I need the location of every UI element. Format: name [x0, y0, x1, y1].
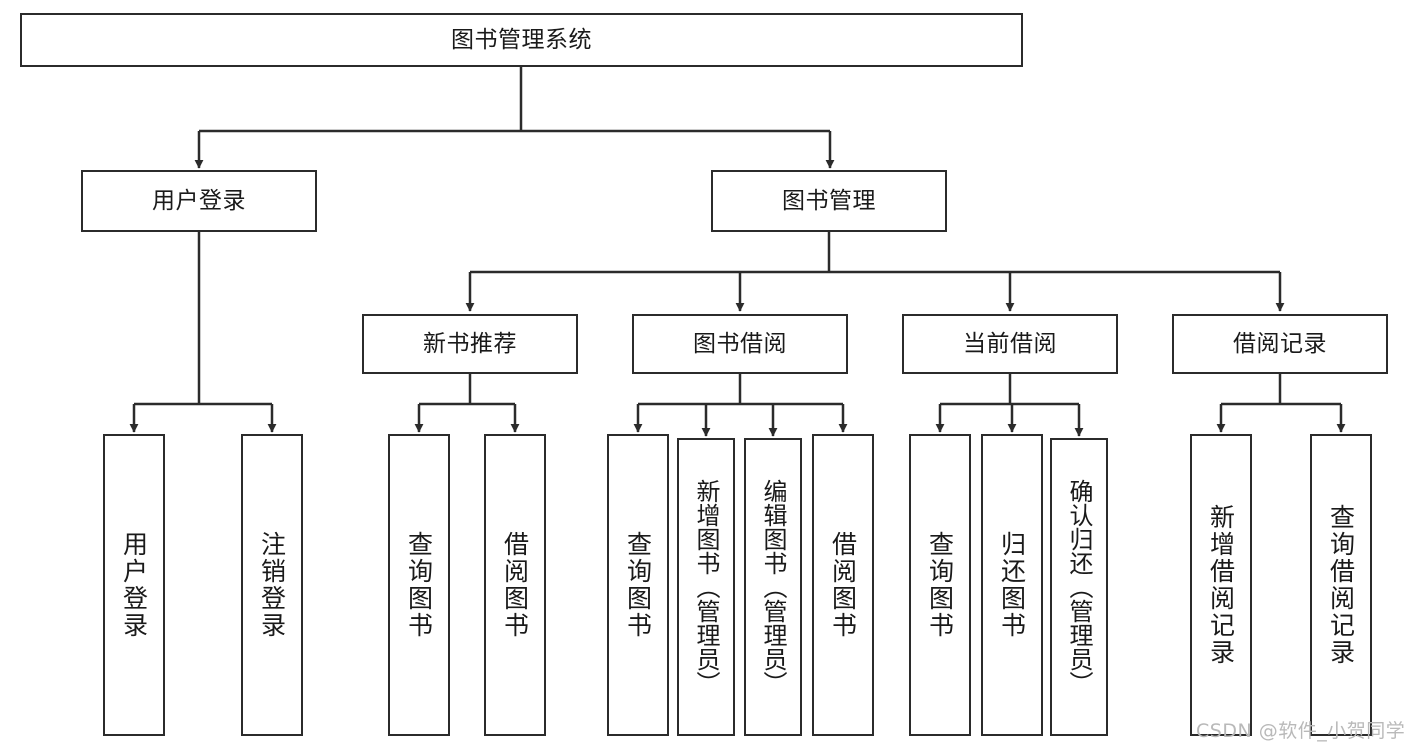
node-borrow-record[interactable]: 借阅记录 [1172, 314, 1388, 374]
node-user-login[interactable]: 用户登录 [81, 170, 317, 232]
node-leaf-query-book-current-label: 查询图书 [925, 531, 955, 639]
node-root-system[interactable]: 图书管理系统 [20, 13, 1023, 67]
node-book-manage[interactable]: 图书管理 [711, 170, 947, 232]
node-leaf-query-borrow-record-label: 查询借阅记录 [1326, 504, 1356, 666]
node-leaf-edit-book-admin-label: 编辑图书（管理员） [759, 479, 787, 695]
node-leaf-return-book-label: 归还图书 [997, 531, 1027, 639]
node-leaf-query-book-borrow[interactable]: 查询图书 [607, 434, 669, 736]
node-leaf-user-logout-label: 注销登录 [257, 531, 287, 639]
node-leaf-add-book-admin-label: 新增图书（管理员） [692, 479, 720, 695]
node-leaf-borrow-book-rec[interactable]: 借阅图书 [484, 434, 546, 736]
node-leaf-user-login-label: 用户登录 [119, 531, 149, 639]
node-leaf-return-book[interactable]: 归还图书 [981, 434, 1043, 736]
node-leaf-query-book-current[interactable]: 查询图书 [909, 434, 971, 736]
node-leaf-query-book-rec-label: 查询图书 [404, 531, 434, 639]
node-new-book-recommend-label: 新书推荐 [423, 330, 517, 357]
node-leaf-user-logout[interactable]: 注销登录 [241, 434, 303, 736]
node-leaf-add-borrow-record-label: 新增借阅记录 [1206, 504, 1236, 666]
node-leaf-add-borrow-record[interactable]: 新增借阅记录 [1190, 434, 1252, 736]
node-new-book-recommend[interactable]: 新书推荐 [362, 314, 578, 374]
node-leaf-borrow-book[interactable]: 借阅图书 [812, 434, 874, 736]
node-current-borrow[interactable]: 当前借阅 [902, 314, 1118, 374]
node-leaf-borrow-book-label: 借阅图书 [828, 531, 858, 639]
node-leaf-add-book-admin[interactable]: 新增图书（管理员） [677, 438, 735, 736]
node-borrow-record-label: 借阅记录 [1233, 330, 1327, 357]
node-root-system-label: 图书管理系统 [451, 26, 592, 53]
node-leaf-query-book-rec[interactable]: 查询图书 [388, 434, 450, 736]
node-leaf-confirm-return-admin[interactable]: 确认归还（管理员） [1050, 438, 1108, 736]
node-book-borrow-label: 图书借阅 [693, 330, 787, 357]
node-leaf-borrow-book-rec-label: 借阅图书 [500, 531, 530, 639]
node-user-login-label: 用户登录 [152, 187, 246, 214]
node-leaf-confirm-return-admin-label: 确认归还（管理员） [1065, 479, 1093, 695]
node-leaf-edit-book-admin[interactable]: 编辑图书（管理员） [744, 438, 802, 736]
node-leaf-query-book-borrow-label: 查询图书 [623, 531, 653, 639]
node-leaf-query-borrow-record[interactable]: 查询借阅记录 [1310, 434, 1372, 736]
node-leaf-user-login[interactable]: 用户登录 [103, 434, 165, 736]
node-book-manage-label: 图书管理 [782, 187, 876, 214]
csdn-watermark: CSDN @软件_小贺同学 [1196, 720, 1405, 742]
node-current-borrow-label: 当前借阅 [963, 330, 1057, 357]
node-book-borrow[interactable]: 图书借阅 [632, 314, 848, 374]
